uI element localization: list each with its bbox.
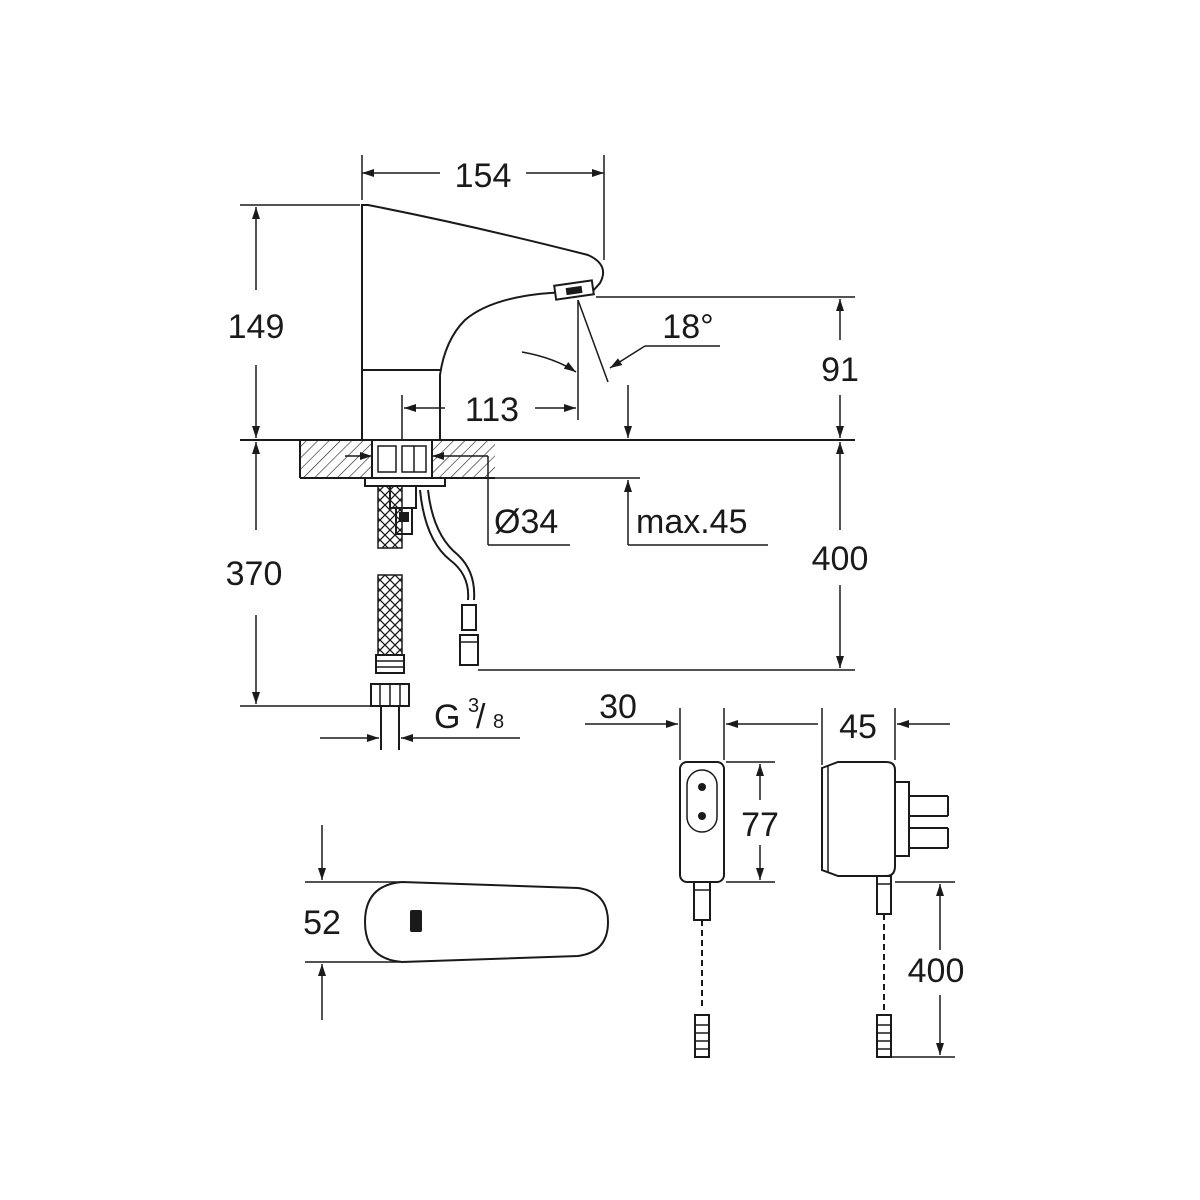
- thread-denominator-label: 8: [493, 711, 504, 733]
- faucet-side-view: [240, 204, 855, 750]
- dimension-adapter-depth: 45: [821, 708, 950, 765]
- max-thickness-label: max.45: [636, 503, 748, 541]
- dimension-370: 370: [226, 442, 370, 707]
- dimension-154: 154: [361, 155, 605, 260]
- dimension-adapter-width: 30: [585, 688, 818, 760]
- adapter-cable-length-label: 400: [908, 952, 965, 990]
- dimension-max-thickness: max.45: [495, 477, 768, 546]
- thread-g-label: G: [434, 698, 460, 736]
- angle-18: 18°: [521, 299, 720, 383]
- dimension-thread: G 3 / 8: [320, 695, 520, 742]
- spout-reach-label: 113: [465, 391, 519, 429]
- power-adapter-side: [821, 761, 949, 1058]
- adapter-height-label: 77: [741, 806, 779, 844]
- faucet-top-view: 52: [303, 825, 610, 1020]
- faucet-width-label: 154: [455, 157, 512, 195]
- hose-length-label: 370: [226, 555, 283, 593]
- dimension-adapter-height: 77: [726, 761, 779, 883]
- dimension-hole-diameter: Ø34: [345, 452, 570, 546]
- cable-length-label: 400: [812, 540, 869, 578]
- spout-angle-label: 18°: [662, 308, 713, 346]
- dimension-149: 149: [228, 204, 360, 438]
- dimension-adapter-cable: 400: [890, 881, 965, 1058]
- hole-diameter-label: Ø34: [494, 503, 558, 541]
- faucet-height-label: 149: [228, 308, 285, 346]
- dimension-400-cable: 400: [478, 442, 869, 671]
- power-adapter-front: [679, 761, 725, 1058]
- thread-numerator-label: 3: [468, 695, 479, 717]
- adapter-depth-label: 45: [839, 708, 877, 746]
- spout-height-label: 91: [821, 351, 859, 389]
- top-width-label: 52: [303, 904, 341, 942]
- adapter-width-label: 30: [599, 688, 637, 726]
- svg-text:/: /: [476, 698, 486, 736]
- dimension-91: 91: [596, 296, 859, 438]
- dimension-113: 113: [401, 300, 579, 440]
